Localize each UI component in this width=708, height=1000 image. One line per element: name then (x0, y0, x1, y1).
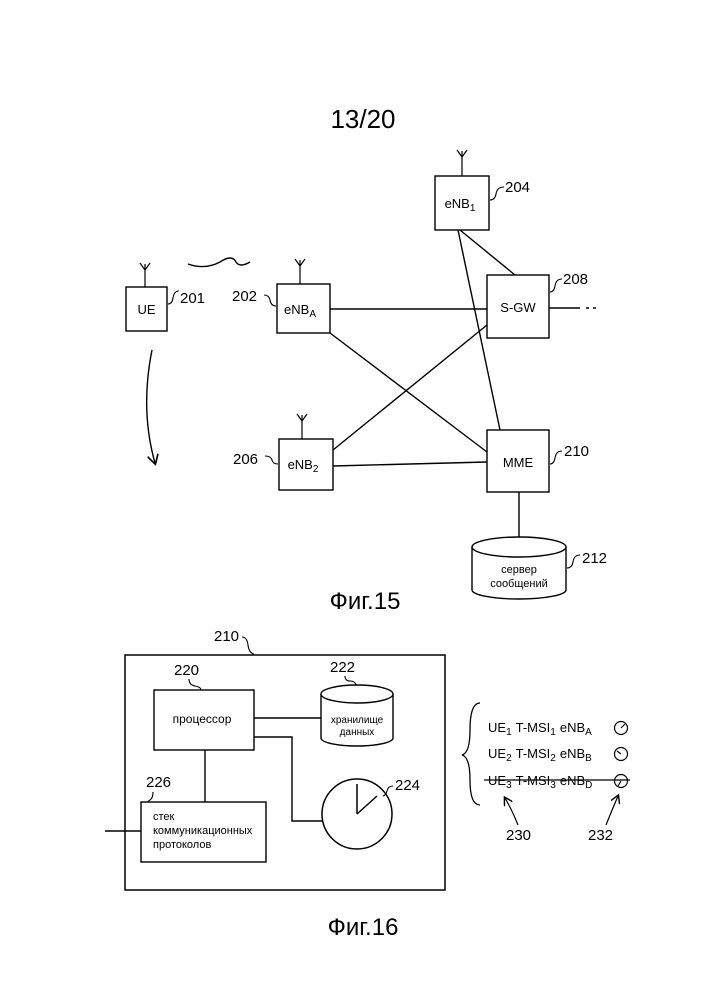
protocol-stack-block: стек коммуникационных протоколов 226 (141, 774, 266, 862)
message-server-node: сервер сообщений 212 (472, 537, 607, 599)
timers-ref: 232 (588, 827, 613, 844)
clock-ref: 224 (395, 777, 420, 794)
antenna-icon (457, 150, 467, 176)
entry-2-text: UE2T-MSI2eNBB (488, 746, 592, 764)
mme-label: MME (503, 455, 534, 470)
stack-label-line2: коммуникационных (153, 825, 253, 837)
storage-label-line1: хранилище (331, 715, 384, 726)
enb1-ref: 204 (505, 179, 530, 196)
enb1-node: eNB1 204 (435, 150, 530, 230)
sgw-label: S-GW (500, 300, 536, 315)
server-ref: 212 (582, 550, 607, 567)
mme-box-ref: 210 (214, 628, 239, 645)
entry-1-text: UE1T-MSI1eNBA (488, 720, 592, 738)
stack-leader (148, 792, 153, 802)
ue-movement-arrow (147, 350, 155, 463)
entry-3-text: UE3T-MSI3eNBD (488, 773, 592, 791)
timer-icon (615, 775, 628, 788)
ue-label: UE (137, 302, 155, 317)
processor-block: процессор 220 (154, 662, 254, 750)
ue-ref: 201 (180, 290, 205, 307)
mme-leader (550, 451, 562, 464)
processor-label: процессор (173, 712, 232, 726)
link-enb1-sgw (460, 230, 515, 275)
storage-leader (345, 676, 356, 685)
sgw-ref: 208 (563, 271, 588, 288)
entries-table: UE1T-MSI1eNBA UE2T-MSI2eNBB UE3T-MSI3eNB… (462, 703, 630, 844)
sgw-leader (550, 279, 562, 292)
timer-icon (615, 722, 628, 735)
stack-ref: 226 (146, 774, 171, 791)
stack-label-line3: протоколов (153, 839, 211, 851)
enba-node: eNBA 202 (232, 259, 330, 333)
entries-ref-arrow (505, 798, 518, 825)
link-enb2-mme (333, 462, 487, 466)
server-label-line2: сообщений (490, 578, 548, 590)
ue-node: UE 201 (126, 263, 205, 331)
timer-icon (615, 748, 628, 761)
ue-leader (168, 291, 179, 304)
antenna-icon (140, 263, 150, 287)
antenna-icon (297, 414, 307, 439)
sgw-node: S-GW 208 (487, 271, 588, 338)
entries-ref: 230 (506, 827, 531, 844)
clock-icon (322, 779, 392, 849)
storage-ref: 222 (330, 659, 355, 676)
fig16-diagram: 210 процессор 220 хранилище данных 222 (105, 628, 630, 890)
enba-leader (264, 295, 276, 306)
enba-ref: 202 (232, 288, 257, 305)
storage-label-line2: данных (340, 727, 375, 738)
timers-ref-arrow (606, 796, 618, 825)
enb1-leader (490, 187, 504, 200)
stack-label-line1: стек (153, 811, 175, 823)
link-enb2-sgw (333, 325, 487, 450)
server-leader (567, 555, 580, 568)
enb2-node: eNB2 206 (233, 414, 333, 490)
antenna-icon (295, 259, 305, 284)
mme-ref: 210 (564, 443, 589, 460)
fig16-caption: Фиг.16 (328, 914, 399, 941)
processor-ref: 220 (174, 662, 199, 679)
storage-block: хранилище данных 222 (321, 659, 393, 746)
page-number: 13/20 (330, 104, 395, 134)
table-brace (462, 703, 480, 805)
radio-wave (188, 258, 250, 267)
timer-block: 224 (322, 777, 420, 849)
mme-node: MME 210 (487, 430, 589, 492)
table-row: UE3T-MSI3eNBD (484, 773, 630, 791)
table-row: UE1T-MSI1eNBA (488, 720, 628, 738)
enb2-ref: 206 (233, 451, 258, 468)
enb2-leader (265, 456, 278, 464)
mme-box-leader (242, 637, 254, 654)
table-row: UE2T-MSI2eNBB (488, 746, 628, 764)
fig15-caption: Фиг.15 (330, 588, 401, 615)
processor-leader (189, 679, 201, 690)
server-label-line1: сервер (501, 564, 537, 576)
